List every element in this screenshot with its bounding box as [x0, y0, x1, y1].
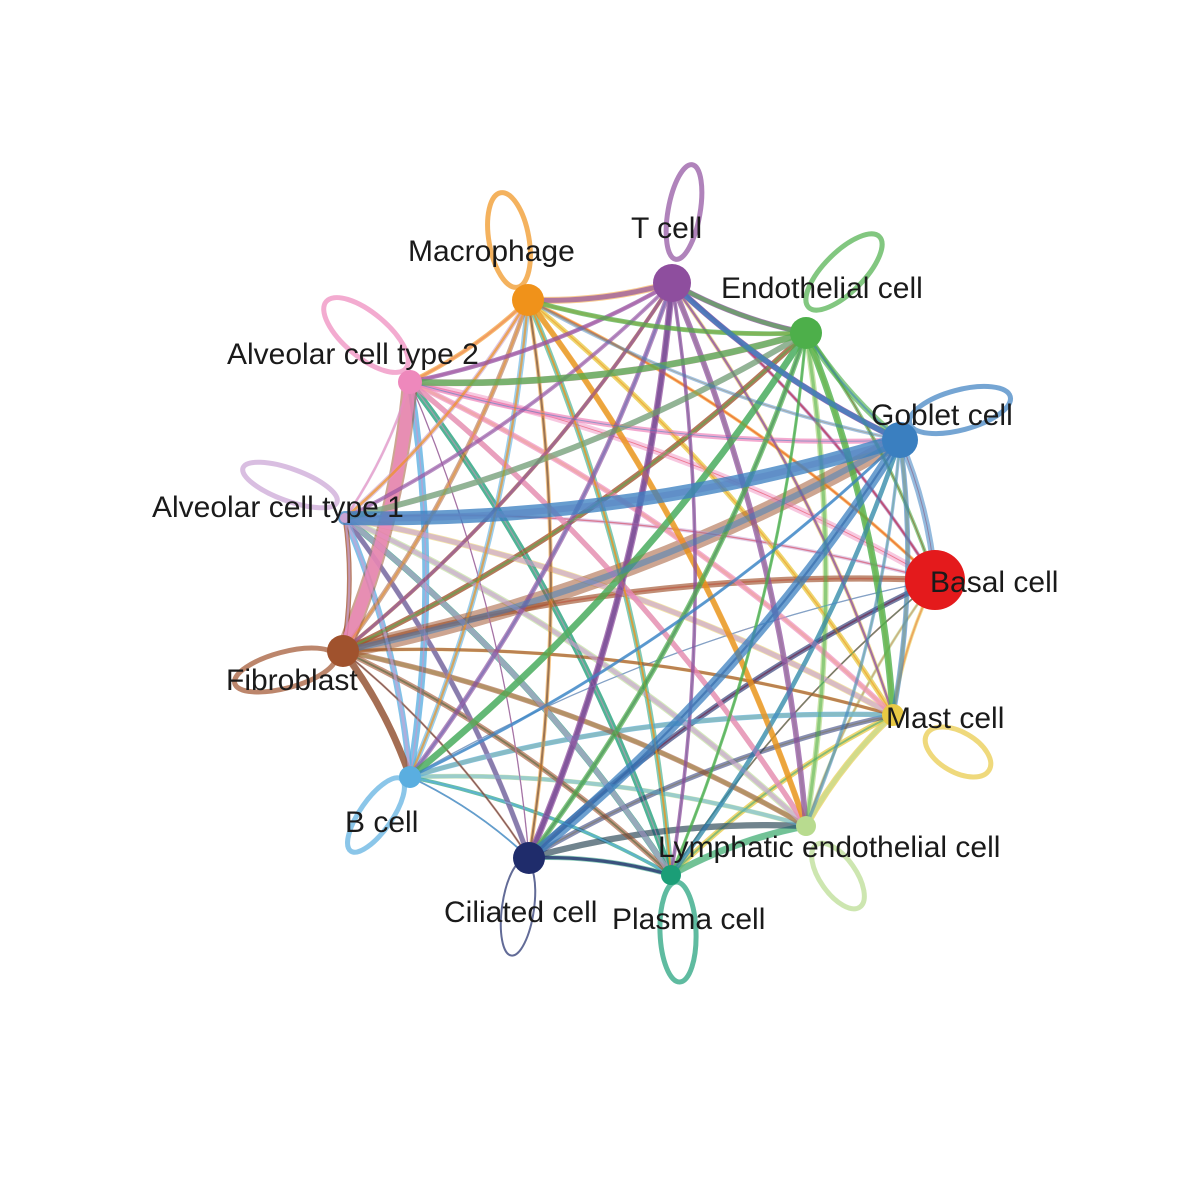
edge-macrophage-to-goblet — [527, 299, 901, 441]
node-at1 — [340, 513, 350, 523]
label-mast: Mast cell — [886, 702, 1004, 735]
edge-bcell-to-basal — [409, 579, 936, 778]
label-bcell: B cell — [345, 806, 418, 839]
edge-endothelial-to-plasma — [669, 331, 808, 877]
self-loop-macrophage — [485, 190, 533, 290]
interaction-edges — [335, 279, 939, 879]
edge-plasma-to-fibroblast — [342, 650, 672, 876]
edge-fibroblast-to-macrophage — [340, 297, 531, 654]
edge-plasma-to-lymphatic — [667, 822, 810, 879]
edge-at1-to-lymphatic — [342, 515, 809, 829]
node-basal — [905, 550, 965, 610]
edge-goblet-to-bcell — [408, 438, 902, 779]
label-macrophage: Macrophage — [408, 235, 575, 268]
edge-endothelial-to-at2 — [406, 329, 810, 387]
edge-endothelial-to-at1 — [342, 330, 809, 521]
cell-type-nodes — [327, 264, 965, 885]
label-endothelial: Endothelial cell — [721, 272, 923, 305]
node-macrophage — [512, 284, 544, 316]
edge-macrophage-to-at1 — [343, 298, 530, 520]
edge-bcell-to-ciliated — [409, 776, 530, 859]
label-basal: Basal cell — [930, 566, 1058, 599]
edge-macrophage-to-at2 — [407, 297, 531, 385]
node-at2 — [398, 370, 422, 394]
edge-goblet-to-lymphatic — [804, 438, 902, 828]
self-loop-lymphatic — [809, 840, 867, 912]
edge-tcell-to-plasma — [669, 281, 697, 877]
edge-goblet-to-fibroblast — [339, 436, 904, 655]
edge-goblet-to-plasma — [668, 437, 903, 878]
edge-goblet-to-macrophage — [526, 298, 902, 442]
node-endothelial — [790, 317, 822, 349]
edge-goblet-to-tcell — [669, 280, 903, 443]
node-fibroblast — [327, 635, 359, 667]
edge-endothelial-to-mast — [802, 329, 897, 719]
edge-at1-to-mast — [342, 515, 896, 718]
label-at2: Alveolar cell type 2 — [227, 338, 479, 371]
node-lymphatic — [796, 816, 816, 836]
self-loop-goblet — [907, 383, 1013, 437]
self-loop-tcell — [663, 162, 705, 262]
edge-tcell-to-fibroblast — [341, 281, 674, 653]
edge-at2-to-lymphatic — [407, 379, 809, 829]
edge-goblet-to-at1 — [338, 433, 907, 526]
self-loop-endothelial — [803, 231, 885, 313]
edge-tcell-to-mast — [670, 281, 895, 717]
edge-fibroblast-to-plasma — [340, 648, 674, 878]
label-lymphatic: Lymphatic endothelial cell — [658, 831, 1000, 864]
self-loop-at1 — [240, 459, 340, 511]
edge-goblet-to-at2 — [409, 381, 901, 442]
edge-goblet-to-ciliated — [524, 435, 905, 863]
label-goblet: Goblet cell — [871, 399, 1013, 432]
edge-endothelial-to-macrophage — [525, 297, 809, 337]
edge-endothelial-to-lymphatic — [804, 331, 828, 828]
edge-mast-to-plasma — [668, 712, 896, 878]
node-plasma — [661, 865, 681, 885]
edge-at2-to-ciliated — [409, 381, 530, 859]
edge-at1-to-bcell — [343, 516, 412, 779]
node-tcell — [653, 264, 691, 302]
self-interaction-loops — [232, 162, 1013, 985]
edge-fibroblast-to-bcell — [339, 647, 414, 781]
node-bcell — [399, 766, 421, 788]
edge-endothelial-to-ciliated — [526, 330, 809, 861]
label-tcell: T cell — [631, 212, 702, 245]
edge-macrophage-to-fibroblast — [341, 298, 530, 653]
self-loop-mast — [922, 724, 994, 780]
edge-at2-to-plasma — [409, 381, 672, 876]
edge-bcell-to-mast — [407, 711, 896, 780]
edge-at1-to-plasma — [342, 515, 674, 878]
edge-macrophage-to-mast — [527, 299, 894, 716]
node-mast — [882, 704, 904, 726]
label-at1: Alveolar cell type 1 — [152, 491, 404, 524]
label-fibroblast: Fibroblast — [226, 664, 358, 697]
node-ciliated — [513, 842, 545, 874]
label-ciliated: Ciliated cell — [444, 896, 597, 929]
edge-macrophage-to-bcell — [408, 298, 530, 779]
edge-ciliated-to-plasma — [527, 856, 673, 877]
edge-plasma-to-mast — [670, 714, 894, 876]
node-goblet — [882, 422, 918, 458]
edge-lymphatic-to-mast — [803, 712, 896, 829]
edge-tcell-to-at2 — [407, 280, 675, 385]
edge-endothelial-to-bcell — [406, 329, 810, 781]
label-plasma: Plasma cell — [612, 903, 765, 936]
edge-at2-to-at1 — [343, 380, 412, 520]
edge-tcell-to-bcell — [407, 280, 675, 780]
self-loop-at2 — [321, 295, 411, 375]
